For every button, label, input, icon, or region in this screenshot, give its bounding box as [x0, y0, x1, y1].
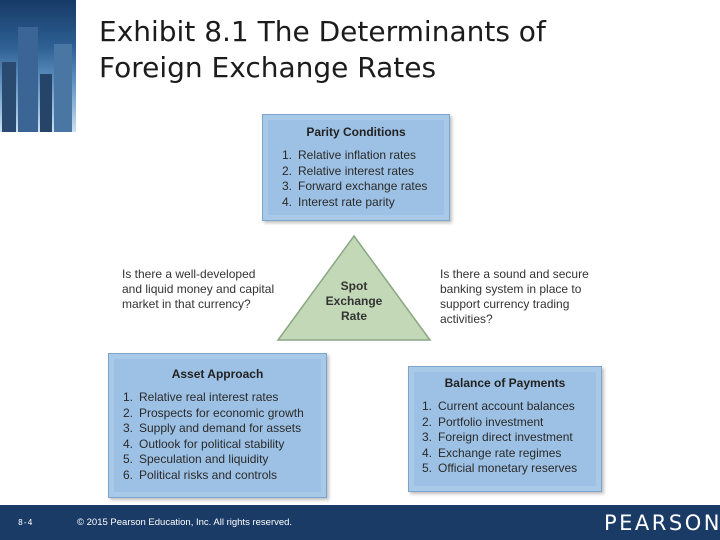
- balance-of-payments-panel: [414, 372, 596, 486]
- city-skyline-image: [0, 0, 76, 132]
- parity-conditions-panel: [268, 120, 444, 215]
- slide-title: Exhibit 8.1 The Determinants of Foreign …: [99, 14, 699, 86]
- item-text: Official monetary reserves: [438, 461, 578, 476]
- banking-system-question: Is there a sound and secure banking syst…: [440, 267, 589, 327]
- list-item: 1. Current account balances: [422, 399, 577, 415]
- list-item: 1. Relative real interest rates: [123, 390, 304, 406]
- triangle-shape: [276, 234, 432, 341]
- item-number: 5.: [422, 461, 433, 476]
- item-text: Political risks and controls: [139, 467, 278, 482]
- balance-of-payments-heading: Balance of Payments: [444, 376, 566, 390]
- item-text: Current account balances: [438, 399, 575, 413]
- question-line: support currency trading: [440, 297, 570, 311]
- item-number: 5.: [123, 452, 134, 467]
- item-text: Relative inflation rates: [298, 148, 417, 162]
- balance-of-payments-list: 1. Current account balances 2. Portfolio i…: [422, 399, 577, 477]
- slide-title-line-2: Foreign Exchange Rates: [99, 51, 437, 84]
- list-item: 4. Interest rate parity: [282, 195, 427, 211]
- list-item: 3. Forward exchange rates: [282, 179, 427, 195]
- asset-approach-list: 1. Relative real interest rates 2. Prospec…: [123, 390, 304, 484]
- item-number: 1.: [422, 399, 433, 413]
- item-number: 3.: [282, 179, 293, 194]
- item-number: 4.: [422, 445, 433, 460]
- item-number: 2.: [282, 163, 293, 178]
- question-line: Is there a sound and secure: [440, 267, 589, 281]
- item-number: 6.: [123, 467, 134, 482]
- asset-approach-heading: Asset Approach: [171, 367, 264, 381]
- balance-of-payments-box: Balance of Payments 1. Current account ba…: [408, 366, 602, 492]
- item-text: Relative real interest rates: [139, 390, 279, 404]
- item-text: Interest rate parity: [298, 194, 395, 209]
- item-number: 2.: [422, 414, 433, 429]
- item-number: 3.: [422, 430, 433, 445]
- list-item: 5. Speculation and liquidity: [123, 452, 304, 468]
- list-item: 1. Relative inflation rates: [282, 148, 427, 164]
- spot-exchange-rate-triangle: Spot Exchange Rate: [276, 234, 432, 341]
- list-item: 6. Political risks and controls: [123, 468, 304, 484]
- item-text: Portfolio investment: [438, 414, 544, 429]
- pearson-logo: PEARSON: [604, 511, 720, 535]
- exchange-label: Exchange: [326, 294, 383, 308]
- question-line: market in that currency?: [122, 297, 251, 311]
- item-number: 1.: [282, 148, 293, 162]
- list-item: 4. Exchange rate regimes: [422, 446, 577, 462]
- item-text: Prospects for economic growth: [139, 405, 304, 420]
- item-text: Forward exchange rates: [298, 179, 428, 194]
- money-market-question: Is there a well-developed and liquid mon…: [122, 267, 274, 312]
- question-line: banking system in place to: [440, 282, 582, 296]
- parity-conditions-list: 1. Relative inflation rates 2. Relative in…: [282, 148, 427, 210]
- list-item: 4. Outlook for political stability: [123, 437, 304, 453]
- rate-label: Rate: [341, 309, 367, 323]
- item-number: 2.: [123, 405, 134, 420]
- parity-conditions-box: Parity Conditions 1. Relative inflation r…: [262, 114, 450, 221]
- item-text: Supply and demand for assets: [139, 421, 302, 436]
- footer-bar: 8-4 © 2015 Pearson Education, Inc. All r…: [0, 505, 720, 540]
- list-item: 3. Supply and demand for assets: [123, 421, 304, 437]
- question-line: and liquid money and capital: [122, 282, 275, 296]
- asset-approach-box: Asset Approach 1. Relative real interest …: [108, 353, 327, 498]
- spot-label: Spot: [341, 279, 368, 293]
- asset-approach-panel: [114, 359, 321, 492]
- list-item: 3. Foreign direct investment: [422, 430, 577, 446]
- question-line: Is there a well-developed: [122, 267, 256, 281]
- list-item: 2. Prospects for economic growth: [123, 406, 304, 422]
- list-item: 2. Portfolio investment: [422, 415, 577, 431]
- list-item: 5. Official monetary reserves: [422, 461, 577, 477]
- item-text: Outlook for political stability: [139, 436, 285, 451]
- list-item: 2. Relative interest rates: [282, 164, 427, 180]
- slide-title-line-1: Exhibit 8.1 The Determinants of: [99, 15, 546, 48]
- parity-conditions-heading: Parity Conditions: [306, 125, 406, 139]
- item-number: 3.: [123, 421, 134, 436]
- item-text: Speculation and liquidity: [139, 452, 269, 467]
- item-number: 1.: [123, 390, 134, 404]
- item-text: Foreign direct investment: [438, 430, 573, 445]
- item-number: 4.: [123, 436, 134, 451]
- page-number: 8-4: [18, 518, 33, 527]
- item-number: 4.: [282, 194, 293, 209]
- item-text: Relative interest rates: [298, 163, 415, 178]
- copyright-notice: © 2015 Pearson Education, Inc. All right…: [77, 517, 293, 528]
- question-line: activities?: [440, 312, 493, 326]
- item-text: Exchange rate regimes: [438, 445, 562, 460]
